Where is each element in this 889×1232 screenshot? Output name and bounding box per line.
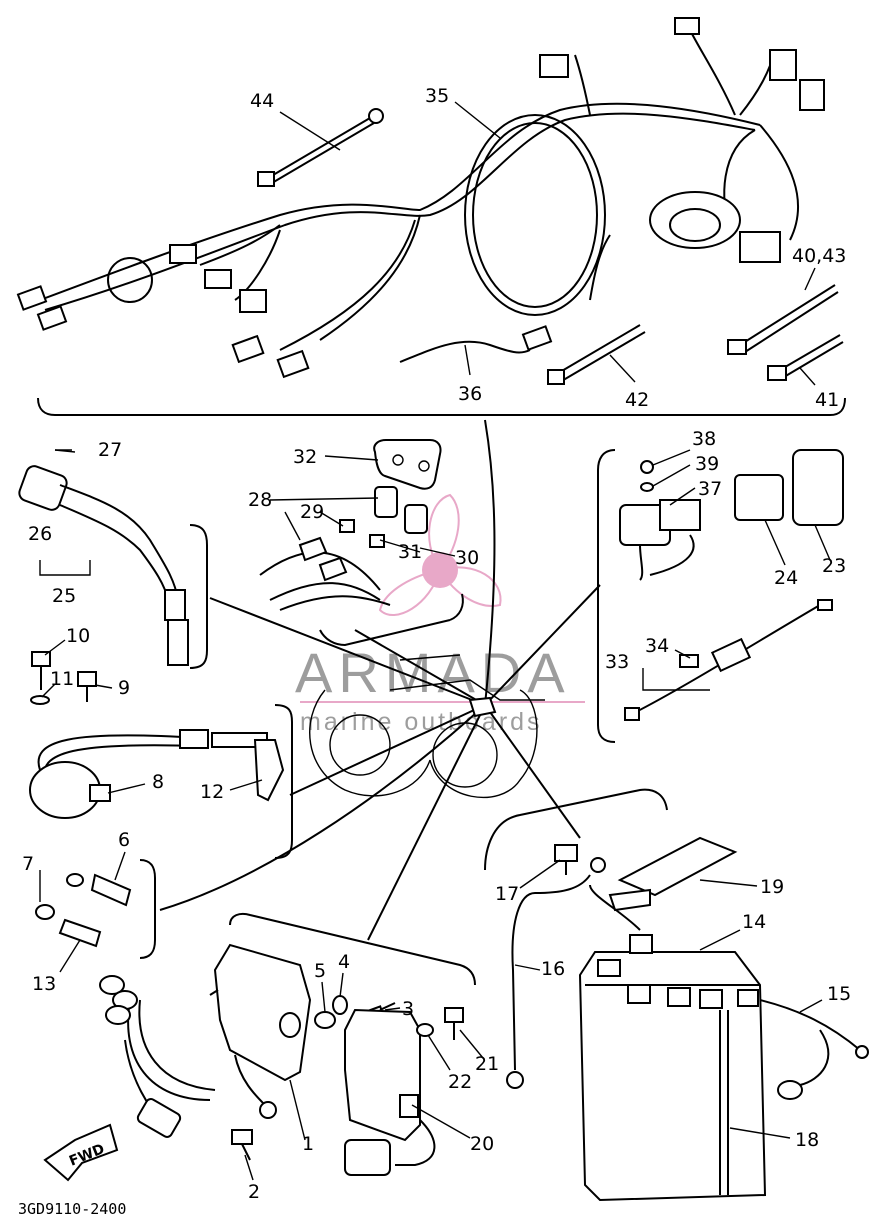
callout-34: 34: [645, 635, 669, 657]
propeller-logo-icon: [378, 493, 502, 616]
callout-5: 5: [314, 960, 326, 982]
drawing-code: 3GD9110-2400: [18, 1200, 126, 1218]
callout-42: 42: [625, 389, 649, 411]
callout-39: 39: [695, 453, 719, 475]
callout-23: 23: [822, 555, 846, 577]
callout-30: 30: [455, 547, 479, 569]
callout-4: 4: [338, 951, 350, 973]
callout-16: 16: [541, 958, 565, 980]
callout-29: 29: [300, 501, 324, 523]
callout-27: 27: [98, 439, 122, 461]
ground-cable-44: [257, 108, 384, 187]
plug-cap-group: [18, 449, 208, 669]
sensors-6-7-13: [35, 859, 156, 959]
callout-10: 10: [66, 625, 90, 647]
callout-38: 38: [692, 428, 716, 450]
callout-41: 41: [815, 389, 839, 411]
callout-22: 22: [448, 1071, 472, 1093]
callout-11: 11: [50, 668, 74, 690]
callout-37: 37: [698, 478, 722, 500]
sensor-group-28-32: [259, 439, 464, 647]
callout-14: 14: [742, 911, 766, 933]
callout-9: 9: [118, 677, 130, 699]
callout-19: 19: [760, 876, 784, 898]
callout-32: 32: [293, 446, 317, 468]
callout-2: 2: [248, 1181, 260, 1203]
lead-36: [399, 340, 531, 363]
starter-relay-group: [597, 449, 844, 743]
callout-8: 8: [152, 771, 164, 793]
callout-33: 33: [605, 651, 629, 673]
callout-21: 21: [475, 1053, 499, 1075]
callout-35: 35: [425, 85, 449, 107]
callout-40-43: 40,43: [792, 245, 846, 267]
watermark-title: ARMADA: [295, 641, 571, 704]
cdi-unit-group: [99, 943, 312, 1161]
band-40-43: [727, 284, 839, 355]
callout-3: 3: [402, 998, 414, 1020]
callout-13: 13: [32, 973, 56, 995]
callout-6: 6: [118, 829, 130, 851]
callout-24: 24: [774, 567, 798, 589]
watermark-subtitle: marine outboards: [300, 708, 543, 736]
engine-outline: [159, 419, 601, 941]
battery-group: [484, 788, 869, 1202]
callout-36: 36: [458, 383, 482, 405]
ignition-coil-group: [29, 704, 293, 859]
callout-20: 20: [470, 1133, 494, 1155]
callout-31: 31: [398, 541, 422, 563]
wire-harness-35: [16, 17, 825, 379]
callout-15: 15: [827, 983, 851, 1005]
callout-labels: 44 35 40,43 36 42 41 27 26 25 32 28 29 3…: [22, 85, 851, 1203]
callout-44: 44: [250, 90, 274, 112]
band-42: [547, 324, 646, 385]
callout-28: 28: [248, 489, 272, 511]
callout-18: 18: [795, 1129, 819, 1151]
callout-17: 17: [495, 883, 519, 905]
callout-26: 26: [28, 523, 52, 545]
harness-bracket: [37, 397, 846, 416]
cable-33-34: [624, 599, 833, 721]
callout-leaders: [39, 101, 831, 1181]
clip-41: [767, 334, 844, 381]
rectifier-group: [229, 912, 476, 1176]
callout-1: 1: [302, 1133, 314, 1155]
callout-25: 25: [52, 585, 76, 607]
bolts-9-10-11: [30, 651, 97, 705]
callout-12: 12: [200, 781, 224, 803]
fwd-arrow: FWD: [43, 1123, 119, 1182]
callout-7: 7: [22, 853, 34, 875]
